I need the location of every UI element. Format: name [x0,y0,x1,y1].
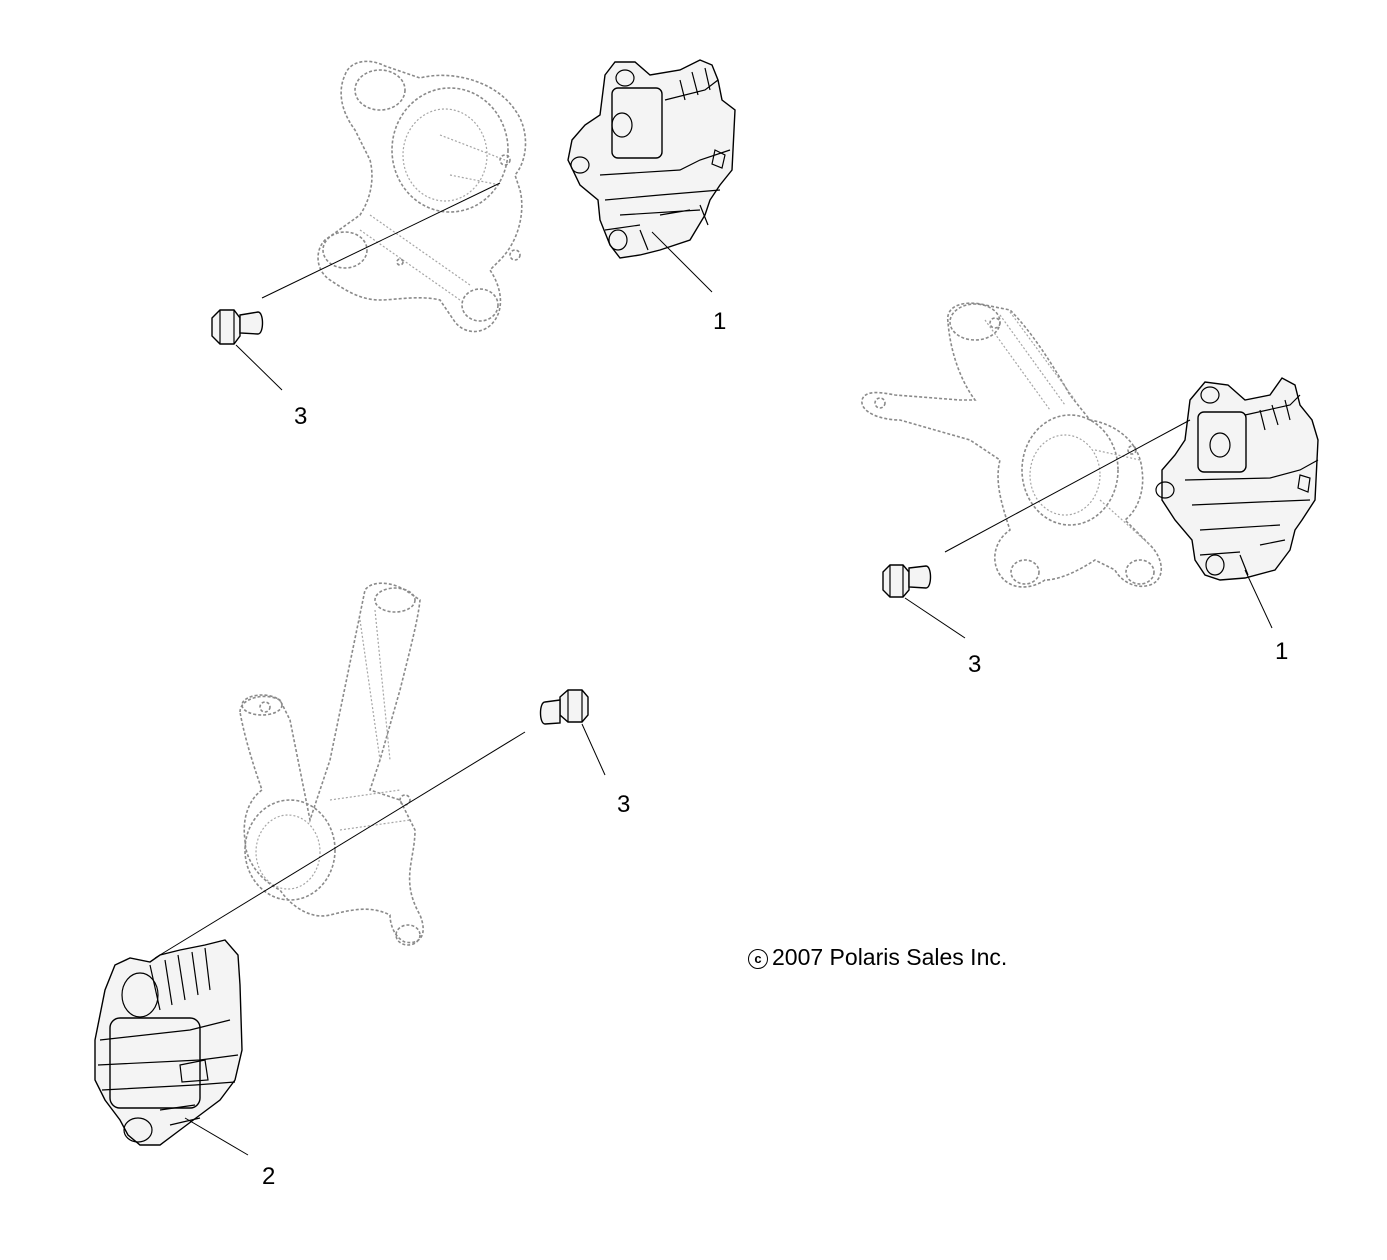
caliper-bottom [94,939,243,1146]
copyright-symbol: c [748,949,768,969]
leader-caliper-right [1244,569,1273,629]
knuckle-top-ghost [317,60,527,333]
leader-bolt-bottom [581,723,606,776]
axis-line-top [261,182,501,299]
copyright-text: 2007 Polaris Sales Inc. [772,944,1008,970]
knuckle-right-ghost [861,302,1163,588]
leader-bolt-top [235,344,283,391]
leader-bolt-right [904,597,966,639]
knuckle-bottom-ghost [239,582,424,946]
axis-line-right [944,419,1191,553]
leader-caliper-bottom [184,1117,249,1156]
bolt-bottom [539,689,589,725]
leader-caliper-top [651,231,713,293]
callout-caliper-right: 1 [1275,638,1289,665]
callout-caliper-bottom: 2 [262,1163,276,1190]
bolt-top [211,309,264,345]
callout-bolt-right: 3 [968,651,982,678]
axis-line-bottom [154,731,526,959]
caliper-right [1155,377,1319,581]
callout-bolt-bottom: 3 [617,791,631,818]
bolt-right [882,564,932,598]
callout-bolt-top: 3 [294,403,308,430]
caliper-top [567,59,736,259]
callout-caliper-top: 1 [713,308,727,335]
